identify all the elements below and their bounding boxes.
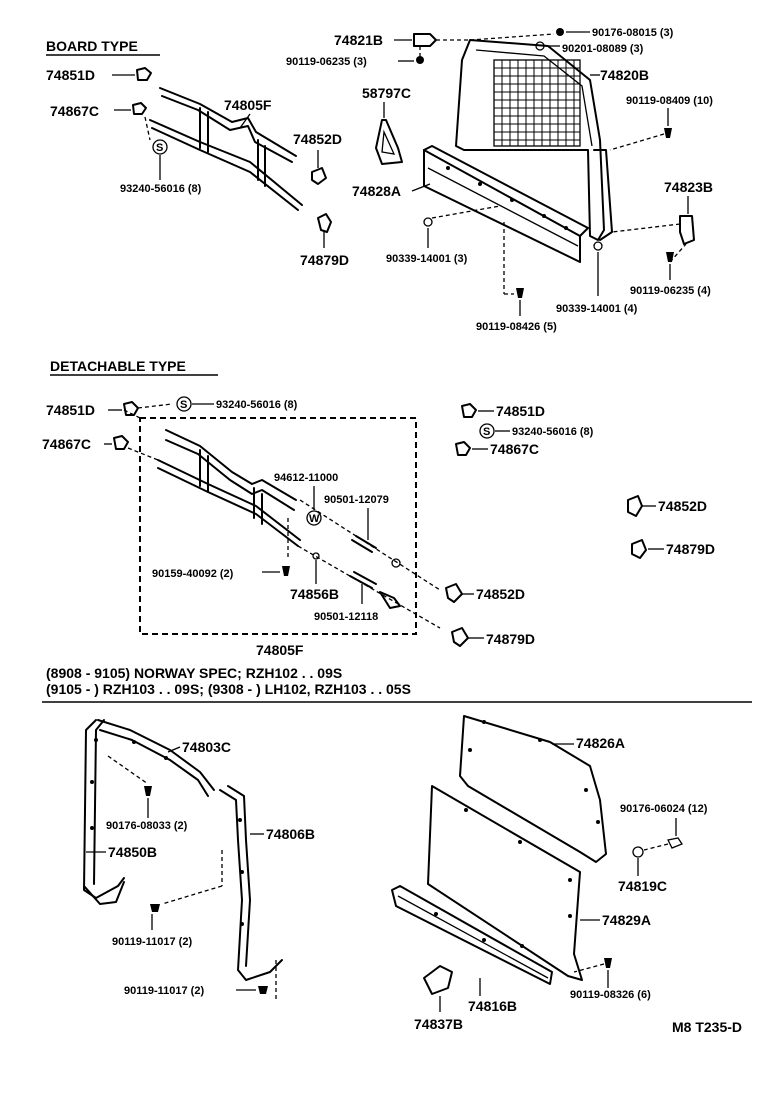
spring-90501-12079 — [351, 535, 377, 553]
label-74837B: 74837B — [414, 1016, 463, 1032]
clip-74879D — [317, 213, 332, 233]
label-74803C: 74803C — [182, 739, 231, 755]
label-74867C-det-right: 74867C — [490, 441, 539, 457]
s-badge-det-left: S — [180, 399, 187, 411]
panel-74820B — [455, 39, 613, 241]
detachable-type-heading: DETACHABLE TYPE — [50, 358, 186, 374]
label-90119-08426: 90119-08426 (5) — [476, 321, 557, 333]
s-badge-det-right: S — [483, 426, 490, 438]
label-90119-06235-3: 90119-06235 (3) — [286, 56, 367, 68]
assembly-box-74805F — [139, 417, 417, 635]
label-74879D-det-right: 74879D — [666, 541, 715, 557]
label-90501-12118: 90501-12118 — [314, 611, 378, 623]
label-93240-det-right: 93240-56016 (8) — [512, 426, 594, 438]
label-90501-12079: 90501-12079 — [324, 494, 389, 506]
label-74856B: 74856B — [290, 586, 339, 602]
panel-74826A — [459, 715, 607, 863]
label-90176-08015: 90176-08015 (3) — [592, 27, 674, 39]
clip-74867C — [132, 102, 147, 115]
board-type-heading: BOARD TYPE — [46, 38, 138, 54]
label-74806B: 74806B — [266, 826, 315, 842]
label-74821B: 74821B — [334, 32, 383, 48]
label-74819C: 74819C — [618, 878, 667, 894]
label-90119-08409: 90119-08409 (10) — [626, 95, 713, 107]
label-74805F-det: 74805F — [256, 642, 304, 658]
clip-74851D-det-left — [123, 401, 139, 416]
label-74867C-det-left: 74867C — [42, 436, 91, 452]
bracket-74823B — [679, 215, 695, 245]
clip-74852D — [311, 167, 327, 185]
clip-74851D-det-right — [461, 403, 477, 418]
s-badge-letter: S — [156, 142, 163, 154]
label-58797C: 58797C — [362, 85, 411, 101]
clip-74867C-det-right — [455, 441, 471, 456]
label-74851D: 74851D — [46, 67, 95, 83]
w-badge: W — [309, 513, 320, 525]
label-74852D-det-right: 74852D — [658, 498, 707, 514]
label-74829A: 74829A — [602, 912, 651, 928]
clip-74851D — [136, 67, 152, 81]
label-93240-det-left: 93240-56016 (8) — [216, 399, 298, 411]
base-74828A — [423, 145, 589, 263]
rail-74816B — [391, 885, 553, 985]
spec-line-2: (9105 - ) RZH103 . . 09S; (9308 - ) LH10… — [46, 681, 411, 697]
pin-90501-12118 — [379, 591, 401, 609]
clip-74879D-det-right — [631, 539, 647, 559]
label-90201-08089: 90201-08089 (3) — [562, 43, 644, 55]
board-74829A — [427, 785, 583, 981]
label-74805F-board: 74805F — [224, 97, 272, 113]
label-74852D-det: 74852D — [476, 586, 525, 602]
clip-74879D-det — [451, 627, 469, 647]
rack-74805F-board — [149, 87, 303, 211]
label-74828A: 74828A — [352, 183, 401, 199]
bar-74803C — [97, 719, 215, 797]
label-90176-08033: 90176-08033 (2) — [106, 820, 188, 832]
strap-58797C — [375, 119, 403, 165]
frame-74850B — [83, 719, 125, 905]
label-74851D-det-left: 74851D — [46, 402, 95, 418]
label-74879D-board: 74879D — [300, 252, 349, 268]
label-90339-14001-4: 90339-14001 (4) — [556, 303, 638, 315]
label-74826A: 74826A — [576, 735, 625, 751]
label-74823B: 74823B — [664, 179, 713, 195]
rack-74805F-detachable — [157, 429, 301, 547]
label-74850B: 74850B — [108, 844, 157, 860]
label-90119-11017-b: 90119-11017 (2) — [124, 985, 204, 997]
label-74820B: 74820B — [600, 67, 649, 83]
label-74816B: 74816B — [468, 998, 517, 1014]
label-74879D-det: 74879D — [486, 631, 535, 647]
clip-74852D-det-right — [627, 495, 643, 517]
hinge-74821B — [413, 33, 437, 47]
clip-74867C-det-left — [113, 435, 129, 450]
s-badge — [152, 139, 168, 155]
label-90119-06235-4: 90119-06235 (4) — [630, 285, 711, 297]
spec-line-1: (8908 - 9105) NORWAY SPEC; RZH102 . . 09… — [46, 665, 342, 681]
clip-74852D-det — [445, 583, 463, 603]
label-74852D-board: 74852D — [293, 131, 342, 147]
label-74867C: 74867C — [50, 103, 99, 119]
footer-code: M8 T235-D — [672, 1019, 742, 1035]
label-90159-40092: 90159-40092 (2) — [152, 568, 234, 580]
label-74851D-det-right: 74851D — [496, 403, 545, 419]
label-90339-14001-3: 90339-14001 (3) — [386, 253, 468, 265]
label-93240-56016: 93240-56016 (8) — [120, 183, 202, 195]
frame-74806B — [219, 785, 283, 981]
label-90119-08326: 90119-08326 (6) — [570, 989, 651, 1001]
label-90119-11017-a: 90119-11017 (2) — [112, 936, 192, 948]
bracket-74837B — [423, 965, 453, 995]
label-90176-06024: 90176-06024 (12) — [620, 803, 708, 815]
label-94612-11000: 94612-11000 — [274, 472, 338, 484]
